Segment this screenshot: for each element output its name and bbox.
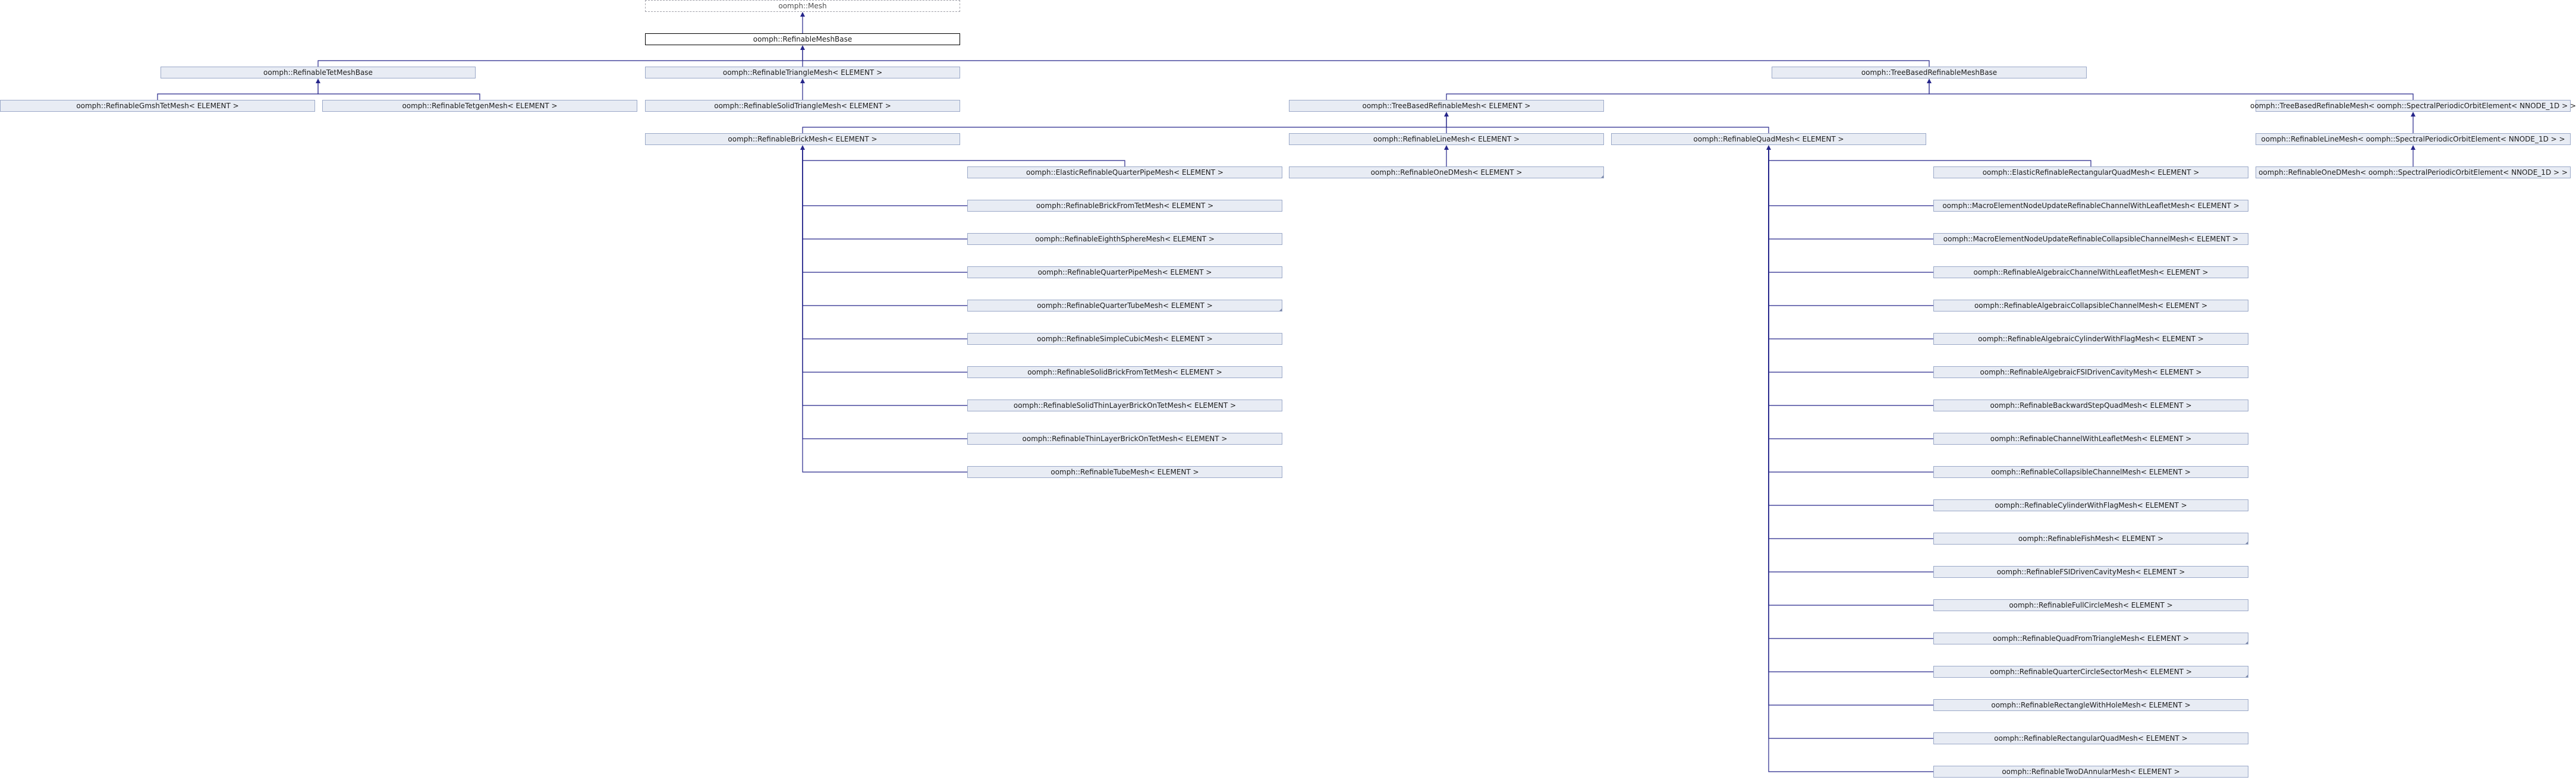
class-node-refinablechannelwithleafletmesh-element[interactable]: oomph::RefinableChannelWithLeafletMesh< … — [1933, 433, 2248, 445]
class-node-refinablegmshtetmesh-element[interactable]: oomph::RefinableGmshTetMesh< ELEMENT > — [0, 100, 315, 112]
edge-b6-to-brick — [802, 150, 967, 339]
edge-q14-to-quad — [1768, 150, 1933, 606]
edge-q9-to-quad — [1768, 150, 1933, 439]
class-node-refinabletrianglemesh-element[interactable]: oomph::RefinableTriangleMesh< ELEMENT > — [645, 67, 960, 78]
edge-b8-to-brick — [802, 150, 967, 406]
class-node-refinablealgebraicfsidrivencavitymesh-element[interactable]: oomph::RefinableAlgebraicFSIDrivenCavity… — [1933, 366, 2248, 378]
class-node-refinablemeshbase[interactable]: oomph::RefinableMeshBase — [645, 33, 960, 45]
class-node-macroelementnodeupdaterefinablecollapsiblechannelmesh-element[interactable]: oomph::MacroElementNodeUpdateRefinableCo… — [1933, 233, 2248, 245]
edge-tbrm-to-tbrb — [1446, 83, 1930, 100]
class-node-refinablefsidrivencavitymesh-element[interactable]: oomph::RefinableFSIDrivenCavityMesh< ELE… — [1933, 566, 2248, 578]
inherit-arrow-brick — [800, 145, 805, 150]
edge-b2-to-brick — [802, 150, 967, 206]
class-node-refinabletetmeshbase[interactable]: oomph::RefinableTetMeshBase — [161, 67, 476, 78]
class-node-refinablerectanglewithholemesh-element[interactable]: oomph::RefinableRectangleWithHoleMesh< E… — [1933, 699, 2248, 711]
edge-q8-to-quad — [1768, 150, 1933, 406]
class-node-refinablesimplecubicmesh-element[interactable]: oomph::RefinableSimpleCubicMesh< ELEMENT… — [967, 333, 1282, 345]
edge-tetgen-to-tet — [317, 83, 480, 100]
edge-q17-to-quad — [1768, 150, 1933, 706]
class-node-refinableonedmesh-oomph-spectralperiodicorbitelement-nnode-1d[interactable]: oomph::RefinableOneDMesh< oomph::Spectra… — [2256, 166, 2571, 178]
class-node-elasticrefinablerectangularquadmesh-element[interactable]: oomph::ElasticRefinableRectangularQuadMe… — [1933, 166, 2248, 178]
class-node-refinablequartertubemesh-element[interactable]: oomph::RefinableQuarterTubeMesh< ELEMENT… — [967, 300, 1282, 312]
class-node-refinablequadmesh-element[interactable]: oomph::RefinableQuadMesh< ELEMENT > — [1611, 133, 1926, 145]
class-node-refinablebrickmesh-element[interactable]: oomph::RefinableBrickMesh< ELEMENT > — [645, 133, 960, 145]
class-node-treebasedrefinablemeshbase[interactable]: oomph::TreeBasedRefinableMeshBase — [1772, 67, 2087, 78]
edge-q19-to-quad — [1768, 150, 1933, 772]
class-node-refinablealgebraiccollapsiblechannelmesh-element[interactable]: oomph::RefinableAlgebraicCollapsibleChan… — [1933, 300, 2248, 312]
edge-q10-to-quad — [1768, 150, 1933, 473]
class-node-refinableeighthspheremesh-element[interactable]: oomph::RefinableEighthSphereMesh< ELEMEN… — [967, 233, 1282, 245]
inherit-arrow-tet — [316, 78, 320, 83]
class-node-treebasedrefinablemesh-oomph-spectralperiodicorbitelement-nnode-1d[interactable]: oomph::TreeBasedRefinableMesh< oomph::Sp… — [2250, 100, 2576, 112]
edge-q6-to-quad — [1768, 150, 1933, 339]
edge-q2-to-quad — [1768, 150, 1933, 206]
class-node-refinablelinemesh-oomph-spectralperiodicorbitelement-nnode-1d[interactable]: oomph::RefinableLineMesh< oomph::Spectra… — [2256, 133, 2571, 145]
class-node-refinablequadfromtrianglemesh-element[interactable]: oomph::RefinableQuadFromTriangleMesh< EL… — [1933, 633, 2248, 644]
inherit-arrow-tbrm_sp — [2411, 112, 2415, 117]
class-node-refinablebackwardstepquadmesh-element[interactable]: oomph::RefinableBackwardStepQuadMesh< EL… — [1933, 400, 2248, 411]
class-node-refinablerectangularquadmesh-element[interactable]: oomph::RefinableRectangularQuadMesh< ELE… — [1933, 732, 2248, 744]
edge-brick-to-tbrm — [802, 117, 1447, 133]
edge-q1-to-quad — [1768, 150, 2091, 166]
class-node-refinablesolidtrianglemesh-element[interactable]: oomph::RefinableSolidTriangleMesh< ELEME… — [645, 100, 960, 112]
edge-b9-to-brick — [802, 150, 967, 439]
inherit-arrow-rmb — [800, 45, 805, 50]
class-node-refinablequarterpipemesh-element[interactable]: oomph::RefinableQuarterPipeMesh< ELEMENT… — [967, 266, 1282, 278]
class-node-elasticrefinablequarterpipemesh-element[interactable]: oomph::ElasticRefinableQuarterPipeMesh< … — [967, 166, 1282, 178]
edge-b3-to-brick — [802, 150, 967, 240]
edge-q12-to-quad — [1768, 150, 1933, 539]
edge-gmsh-to-tet — [157, 83, 319, 100]
edge-quad-to-tbrm — [1446, 117, 1769, 133]
class-node-refinablefishmesh-element[interactable]: oomph::RefinableFishMesh< ELEMENT > — [1933, 533, 2248, 545]
edge-b4-to-brick — [802, 150, 967, 273]
edge-q5-to-quad — [1768, 150, 1933, 306]
edge-q3-to-quad — [1768, 150, 1933, 240]
class-node-refinablesolidbrickfromtetmesh-element[interactable]: oomph::RefinableSolidBrickFromTetMesh< E… — [967, 366, 1282, 378]
class-node-refinabletubemesh-element[interactable]: oomph::RefinableTubeMesh< ELEMENT > — [967, 466, 1282, 478]
class-node-refinablequartercirclesectormesh-element[interactable]: oomph::RefinableQuarterCircleSectorMesh<… — [1933, 666, 2248, 678]
class-node-refinabletetgenmesh-element[interactable]: oomph::RefinableTetgenMesh< ELEMENT > — [322, 100, 637, 112]
class-node-refinablelinemesh-element[interactable]: oomph::RefinableLineMesh< ELEMENT > — [1289, 133, 1604, 145]
edge-q11-to-quad — [1768, 150, 1933, 506]
inherit-arrow-quad — [1766, 145, 1771, 150]
edge-b10-to-brick — [802, 150, 967, 473]
edge-tbrm_sp-to-tbrb — [1929, 83, 2414, 100]
class-node-refinablefullcirclemesh-element[interactable]: oomph::RefinableFullCircleMesh< ELEMENT … — [1933, 599, 2248, 611]
class-node-refinablethinlayerbrickontetmesh-element[interactable]: oomph::RefinableThinLayerBrickOnTetMesh<… — [967, 433, 1282, 445]
edge-q15-to-quad — [1768, 150, 1933, 639]
class-node-refinablebrickfromtetmesh-element[interactable]: oomph::RefinableBrickFromTetMesh< ELEMEN… — [967, 200, 1282, 212]
edge-b1-to-brick — [802, 150, 1125, 166]
edge-b5-to-brick — [802, 150, 967, 306]
edge-tbrb-to-rmb — [802, 50, 1930, 67]
class-node-refinableonedmesh-element[interactable]: oomph::RefinableOneDMesh< ELEMENT > — [1289, 166, 1604, 178]
class-node-refinablecollapsiblechannelmesh-element[interactable]: oomph::RefinableCollapsibleChannelMesh< … — [1933, 466, 2248, 478]
class-node-refinablecylinderwithflagmesh-element[interactable]: oomph::RefinableCylinderWithFlagMesh< EL… — [1933, 499, 2248, 511]
edge-tet-to-rmb — [317, 50, 803, 67]
inherit-arrow-line — [1444, 145, 1449, 150]
edge-q16-to-quad — [1768, 150, 1933, 672]
class-node-mesh[interactable]: oomph::Mesh — [645, 0, 960, 12]
inherit-arrow-mesh — [800, 12, 805, 17]
class-node-treebasedrefinablemesh-element[interactable]: oomph::TreeBasedRefinableMesh< ELEMENT > — [1289, 100, 1604, 112]
inherit-arrow-line_sp — [2411, 145, 2415, 150]
class-node-macroelementnodeupdaterefinablechannelwithleafletmesh-element[interactable]: oomph::MacroElementNodeUpdateRefinableCh… — [1933, 200, 2248, 212]
inherit-arrow-tbrb — [1927, 78, 1932, 83]
class-node-refinablealgebraiccylinderwithflagmesh-element[interactable]: oomph::RefinableAlgebraicCylinderWithFla… — [1933, 333, 2248, 345]
edge-q18-to-quad — [1768, 150, 1933, 739]
inherit-arrow-tbrm — [1444, 112, 1449, 117]
class-node-refinablesolidthinlayerbrickontetmesh-element[interactable]: oomph::RefinableSolidThinLayerBrickOnTet… — [967, 400, 1282, 411]
class-node-refinabletwodannularmesh-element[interactable]: oomph::RefinableTwoDAnnularMesh< ELEMENT… — [1933, 766, 2248, 778]
edge-q13-to-quad — [1768, 150, 1933, 573]
edge-q4-to-quad — [1768, 150, 1933, 273]
class-node-refinablealgebraicchannelwithleafletmesh-element[interactable]: oomph::RefinableAlgebraicChannelWithLeaf… — [1933, 266, 2248, 278]
inherit-arrow-tri — [800, 78, 805, 83]
